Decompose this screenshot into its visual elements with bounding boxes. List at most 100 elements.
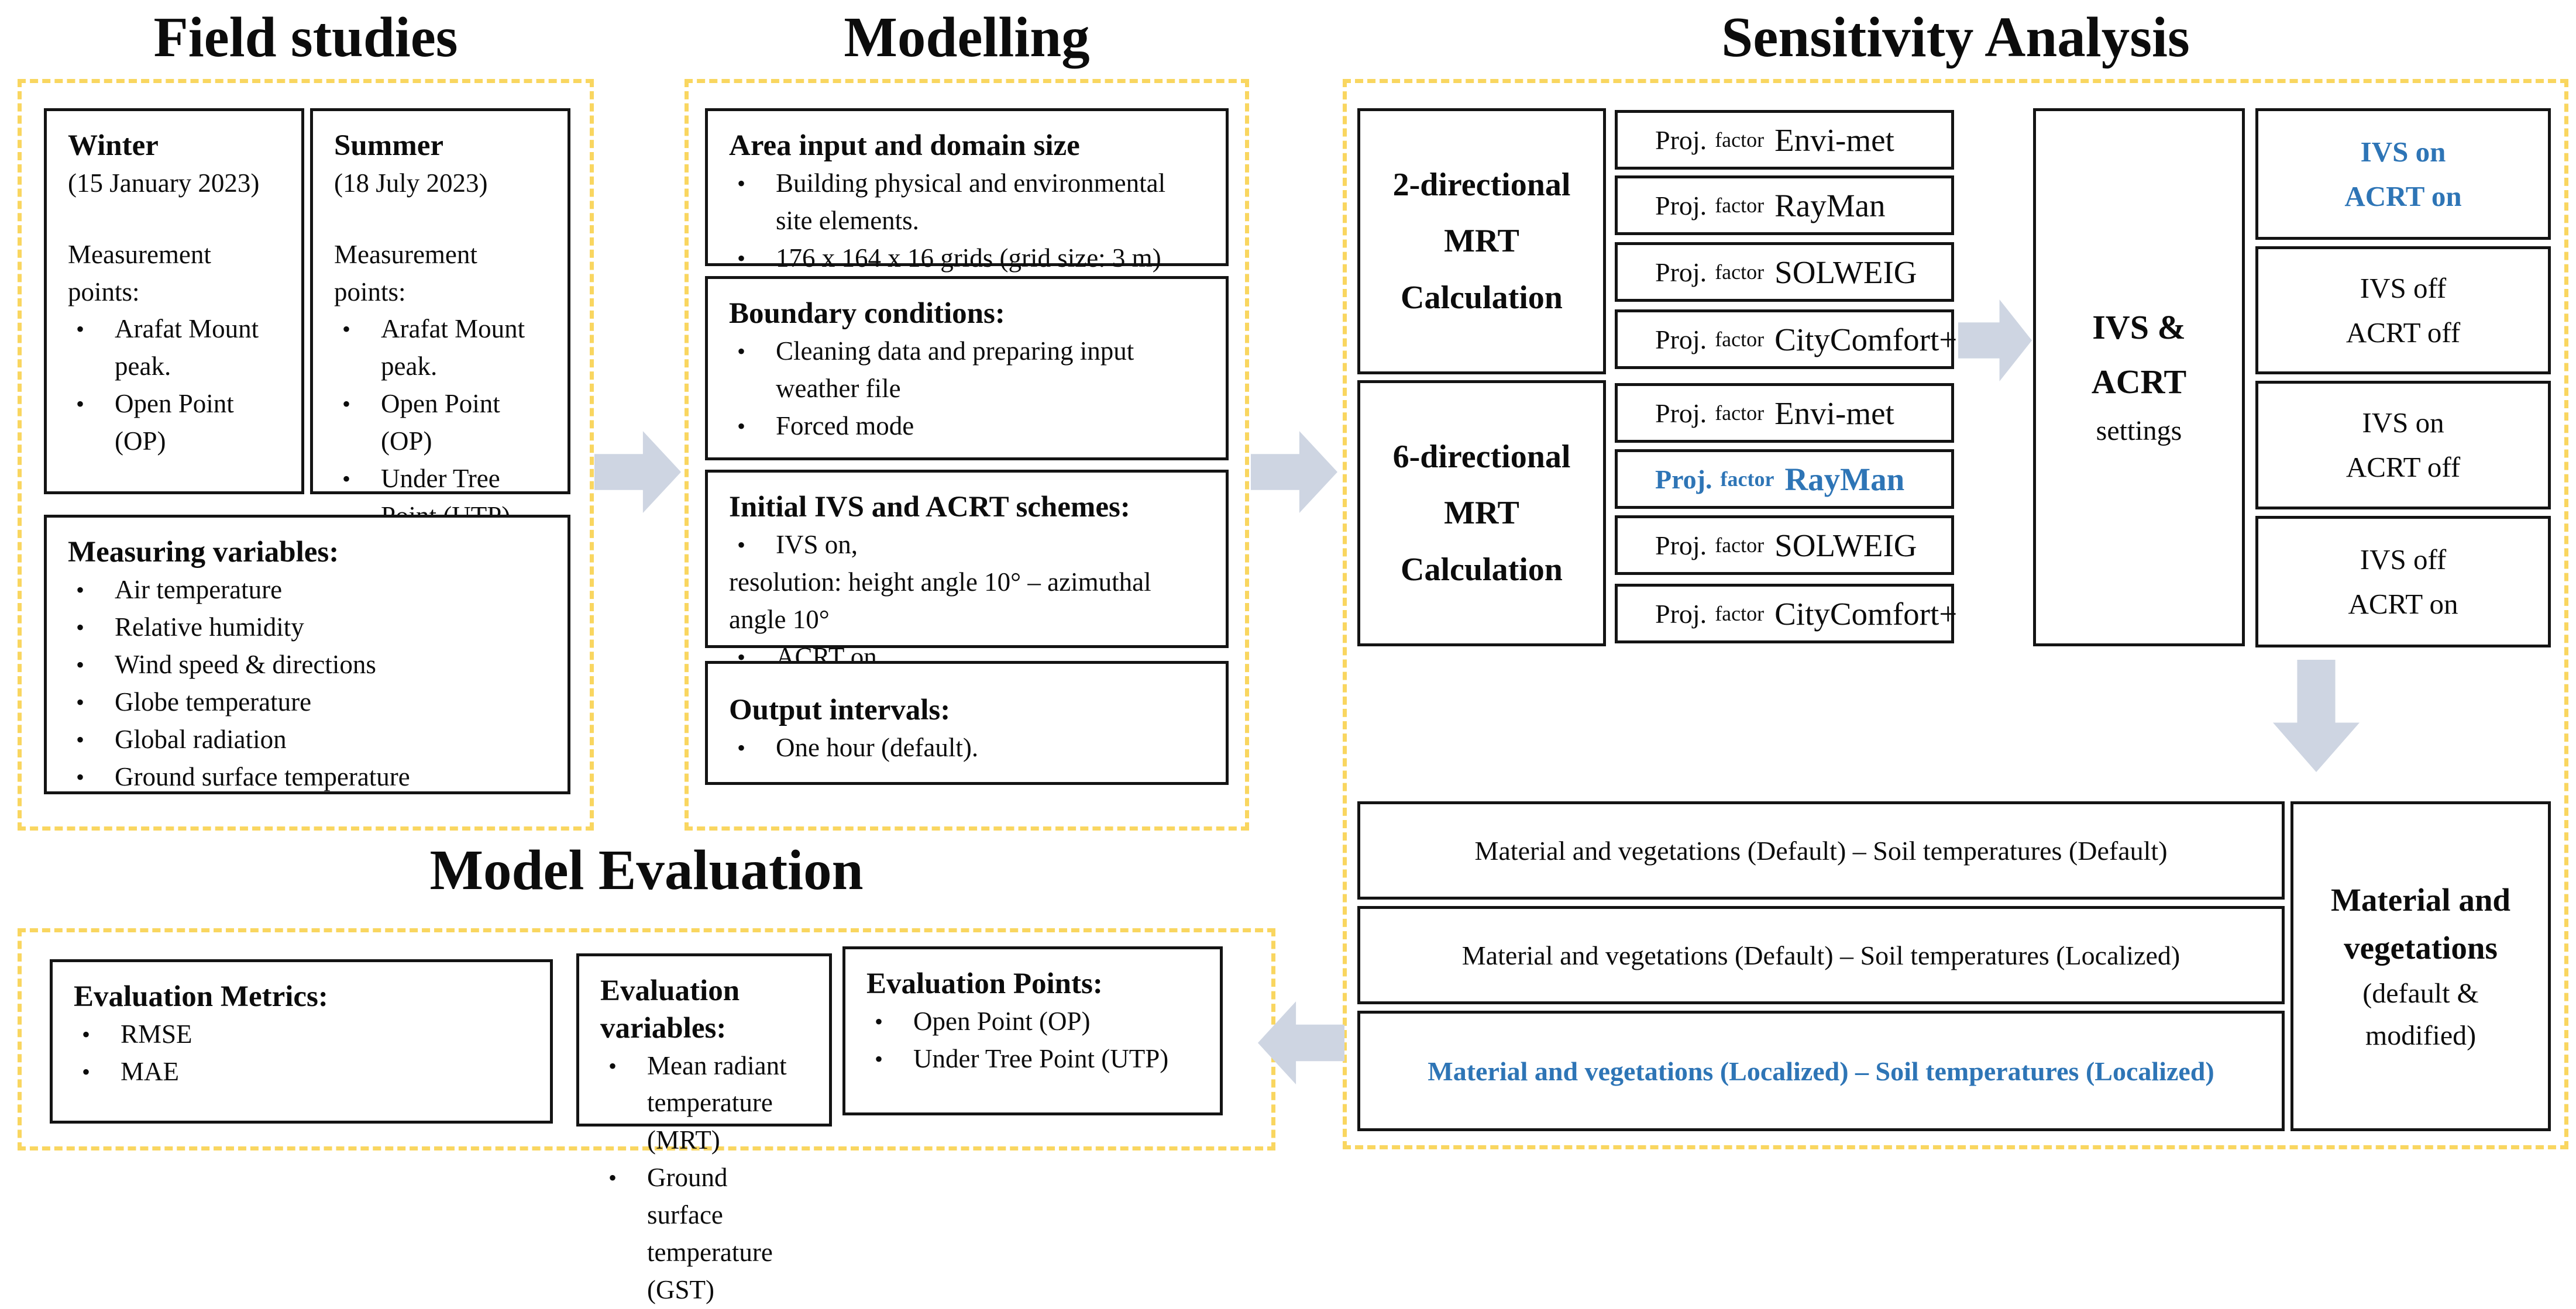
winter-heading: Winter	[68, 129, 159, 162]
initial-ivs-acrt-heading: Initial IVS and ACRT schemes:	[729, 491, 1130, 523]
bullet-icon: •	[737, 337, 746, 364]
summer-box: Summer (18 July 2023) Measurement points…	[310, 108, 570, 531]
bullet-icon: •	[76, 576, 85, 603]
evaluation-metrics-heading: Evaluation Metrics:	[74, 980, 328, 1013]
initial-ivs-acrt-box: Initial IVS and ACRT schemes: •IVS on, r…	[705, 470, 1229, 671]
winter-points-label: Measurement points:	[68, 239, 211, 306]
bullet-icon: •	[76, 726, 85, 753]
option-line1: IVS off	[2360, 271, 2447, 304]
boundary-item: Forced mode	[776, 411, 914, 440]
list-item: •Wind speed & directions	[68, 646, 546, 684]
bullet-icon: •	[82, 1058, 91, 1085]
material-localized-localized-box-highlighted: Material and vegetations (Localized) – S…	[1357, 1011, 2285, 1131]
option-line1: IVS off	[2360, 543, 2447, 576]
material-row-text: Material and vegetations (Default) – Soi…	[1461, 940, 2181, 970]
winter-point-2: Open Point (OP)	[115, 389, 234, 456]
field-studies-panel	[18, 79, 594, 831]
list-item: •IVS on,	[729, 526, 1205, 564]
list-item: •One hour (default).	[729, 729, 1205, 767]
proj-tool-name: RayMan	[1774, 187, 1886, 223]
factor-label: factor	[1715, 401, 1765, 425]
summer-points-label: Measurement points:	[334, 239, 477, 306]
list-item: • Globe temperature	[68, 684, 546, 721]
mat-veg-line4: modified)	[2365, 1019, 2477, 1051]
material-row-text: Material and vegetations (Localized) – S…	[1428, 1056, 2214, 1086]
ivs-acrt-settings-box: IVS & ACRT settings	[2033, 108, 2245, 646]
measuring-variables-heading: Measuring variables:	[68, 536, 339, 569]
area-input-box: Area input and domain size • Building phy…	[705, 108, 1229, 273]
two-directional-mrt-box: 2-directional MRT Calculation	[1357, 108, 1606, 374]
boundary-conditions-box: Boundary conditions: •Cleaning data and …	[705, 276, 1229, 460]
proj-tool-name: Envi-met	[1774, 122, 1894, 158]
summer-date: (18 July 2023)	[334, 168, 488, 198]
measuring-item: Ground surface temperature	[115, 762, 410, 791]
six-directional-mrt-box: 6-directional MRT Calculation	[1357, 380, 1606, 646]
mat-veg-line2: vegetations	[2344, 930, 2498, 966]
winter-point-1: Arafat Mount peak.	[115, 314, 259, 381]
bullet-icon: •	[76, 688, 85, 715]
output-intervals-heading: Output intervals:	[729, 694, 951, 726]
measuring-item: Globe temperature	[115, 687, 312, 716]
six-dir-line1: 6-directional	[1392, 439, 1571, 476]
proj-tool-name: Envi-met	[1774, 395, 1894, 431]
list-item: • Arafat Mount peak.	[334, 311, 546, 385]
proj-factor-2dir-citycomfort-box: Proj. factor CityComfort+	[1615, 309, 1957, 369]
proj-label: Proj.	[1655, 530, 1707, 560]
variables-item: Ground surface temperature (GST)	[647, 1163, 773, 1304]
list-item: •Ground surface temperature	[68, 759, 546, 796]
evaluation-points-box: Evaluation Points: •Open Point (OP) •Und…	[842, 946, 1223, 1115]
points-item: Open Point (OP)	[913, 1006, 1091, 1036]
winter-date: (15 January 2023)	[68, 168, 260, 198]
bullet-icon: •	[875, 1045, 883, 1072]
list-item: •Ground surface temperature (GST)	[600, 1159, 808, 1309]
proj-label: Proj.	[1655, 324, 1707, 354]
mat-veg-line3: (default &	[2362, 977, 2479, 1009]
six-dir-line3: Calculation	[1401, 551, 1563, 588]
material-default-default-box: Material and vegetations (Default) – Soi…	[1357, 801, 2285, 900]
bullet-icon: •	[76, 316, 85, 343]
proj-tool-name: CityComfort+	[1774, 595, 1958, 632]
list-item: •176 x 164 x 16 grids (grid size: 3 m)	[729, 240, 1205, 277]
material-default-localized-box: Material and vegetations (Default) – Soi…	[1357, 906, 2285, 1004]
bullet-icon: •	[737, 170, 746, 197]
bullet-icon: •	[82, 1021, 91, 1048]
proj-label: Proj.	[1655, 190, 1707, 221]
option-line2: ACRT off	[2345, 451, 2461, 483]
factor-label: factor	[1715, 128, 1765, 151]
factor-label: factor	[1715, 194, 1765, 217]
proj-label: Proj.	[1655, 257, 1707, 287]
list-item: • Open Point (OP)	[334, 385, 546, 460]
boundary-conditions-heading: Boundary conditions:	[729, 297, 1005, 330]
points-item: Under Tree Point (UTP)	[913, 1043, 1169, 1073]
ivs-acrt-line1: IVS &	[2092, 308, 2186, 346]
proj-tool-name: RayMan	[1784, 461, 1905, 497]
list-item: •Relative humidity	[68, 609, 546, 646]
methodology-flowchart: { "titles": { "field_studies": "Field st…	[18, 6, 2568, 1304]
ivs-acrt-line3: settings	[2096, 415, 2182, 447]
initial-item-ivs: IVS on,	[776, 529, 858, 559]
field-studies-title: Field studies	[153, 6, 458, 68]
proj-label: Proj.	[1655, 125, 1707, 155]
list-item: • Open Point (OP)	[68, 385, 280, 460]
option-line1: IVS on	[2360, 135, 2446, 168]
proj-tool-name: SOLWEIG	[1774, 527, 1917, 563]
bullet-icon: •	[737, 244, 746, 271]
area-item: Building physical and environmental site…	[776, 168, 1166, 235]
measuring-item: Global radiation	[115, 724, 287, 754]
factor-label: factor	[1715, 260, 1765, 284]
modelling-panel	[685, 79, 1249, 831]
ivs-acrt-line2: ACRT	[2091, 362, 2187, 401]
list-item: •Mean radiant temperature (MRT)	[600, 1048, 808, 1160]
factor-label: factor	[1720, 467, 1774, 491]
area-input-heading: Area input and domain size	[729, 129, 1080, 162]
option-ivs-on-acrt-off-box: IVS on ACRT off	[2255, 381, 2551, 509]
proj-label: Proj.	[1655, 398, 1707, 428]
list-item: • Building physical and environmental sit…	[729, 165, 1205, 240]
bullet-icon: •	[76, 391, 85, 418]
summer-point-1: Arafat Mount peak.	[381, 314, 525, 381]
bullet-icon: •	[342, 391, 351, 418]
proj-label: Proj.	[1655, 464, 1712, 494]
mat-veg-line1: Material and	[2330, 881, 2511, 918]
proj-factor-6dir-citycomfort-box: Proj. factor CityComfort+	[1615, 584, 1958, 643]
proj-factor-6dir-envimet-box: Proj. factor Envi-met	[1615, 383, 1954, 443]
